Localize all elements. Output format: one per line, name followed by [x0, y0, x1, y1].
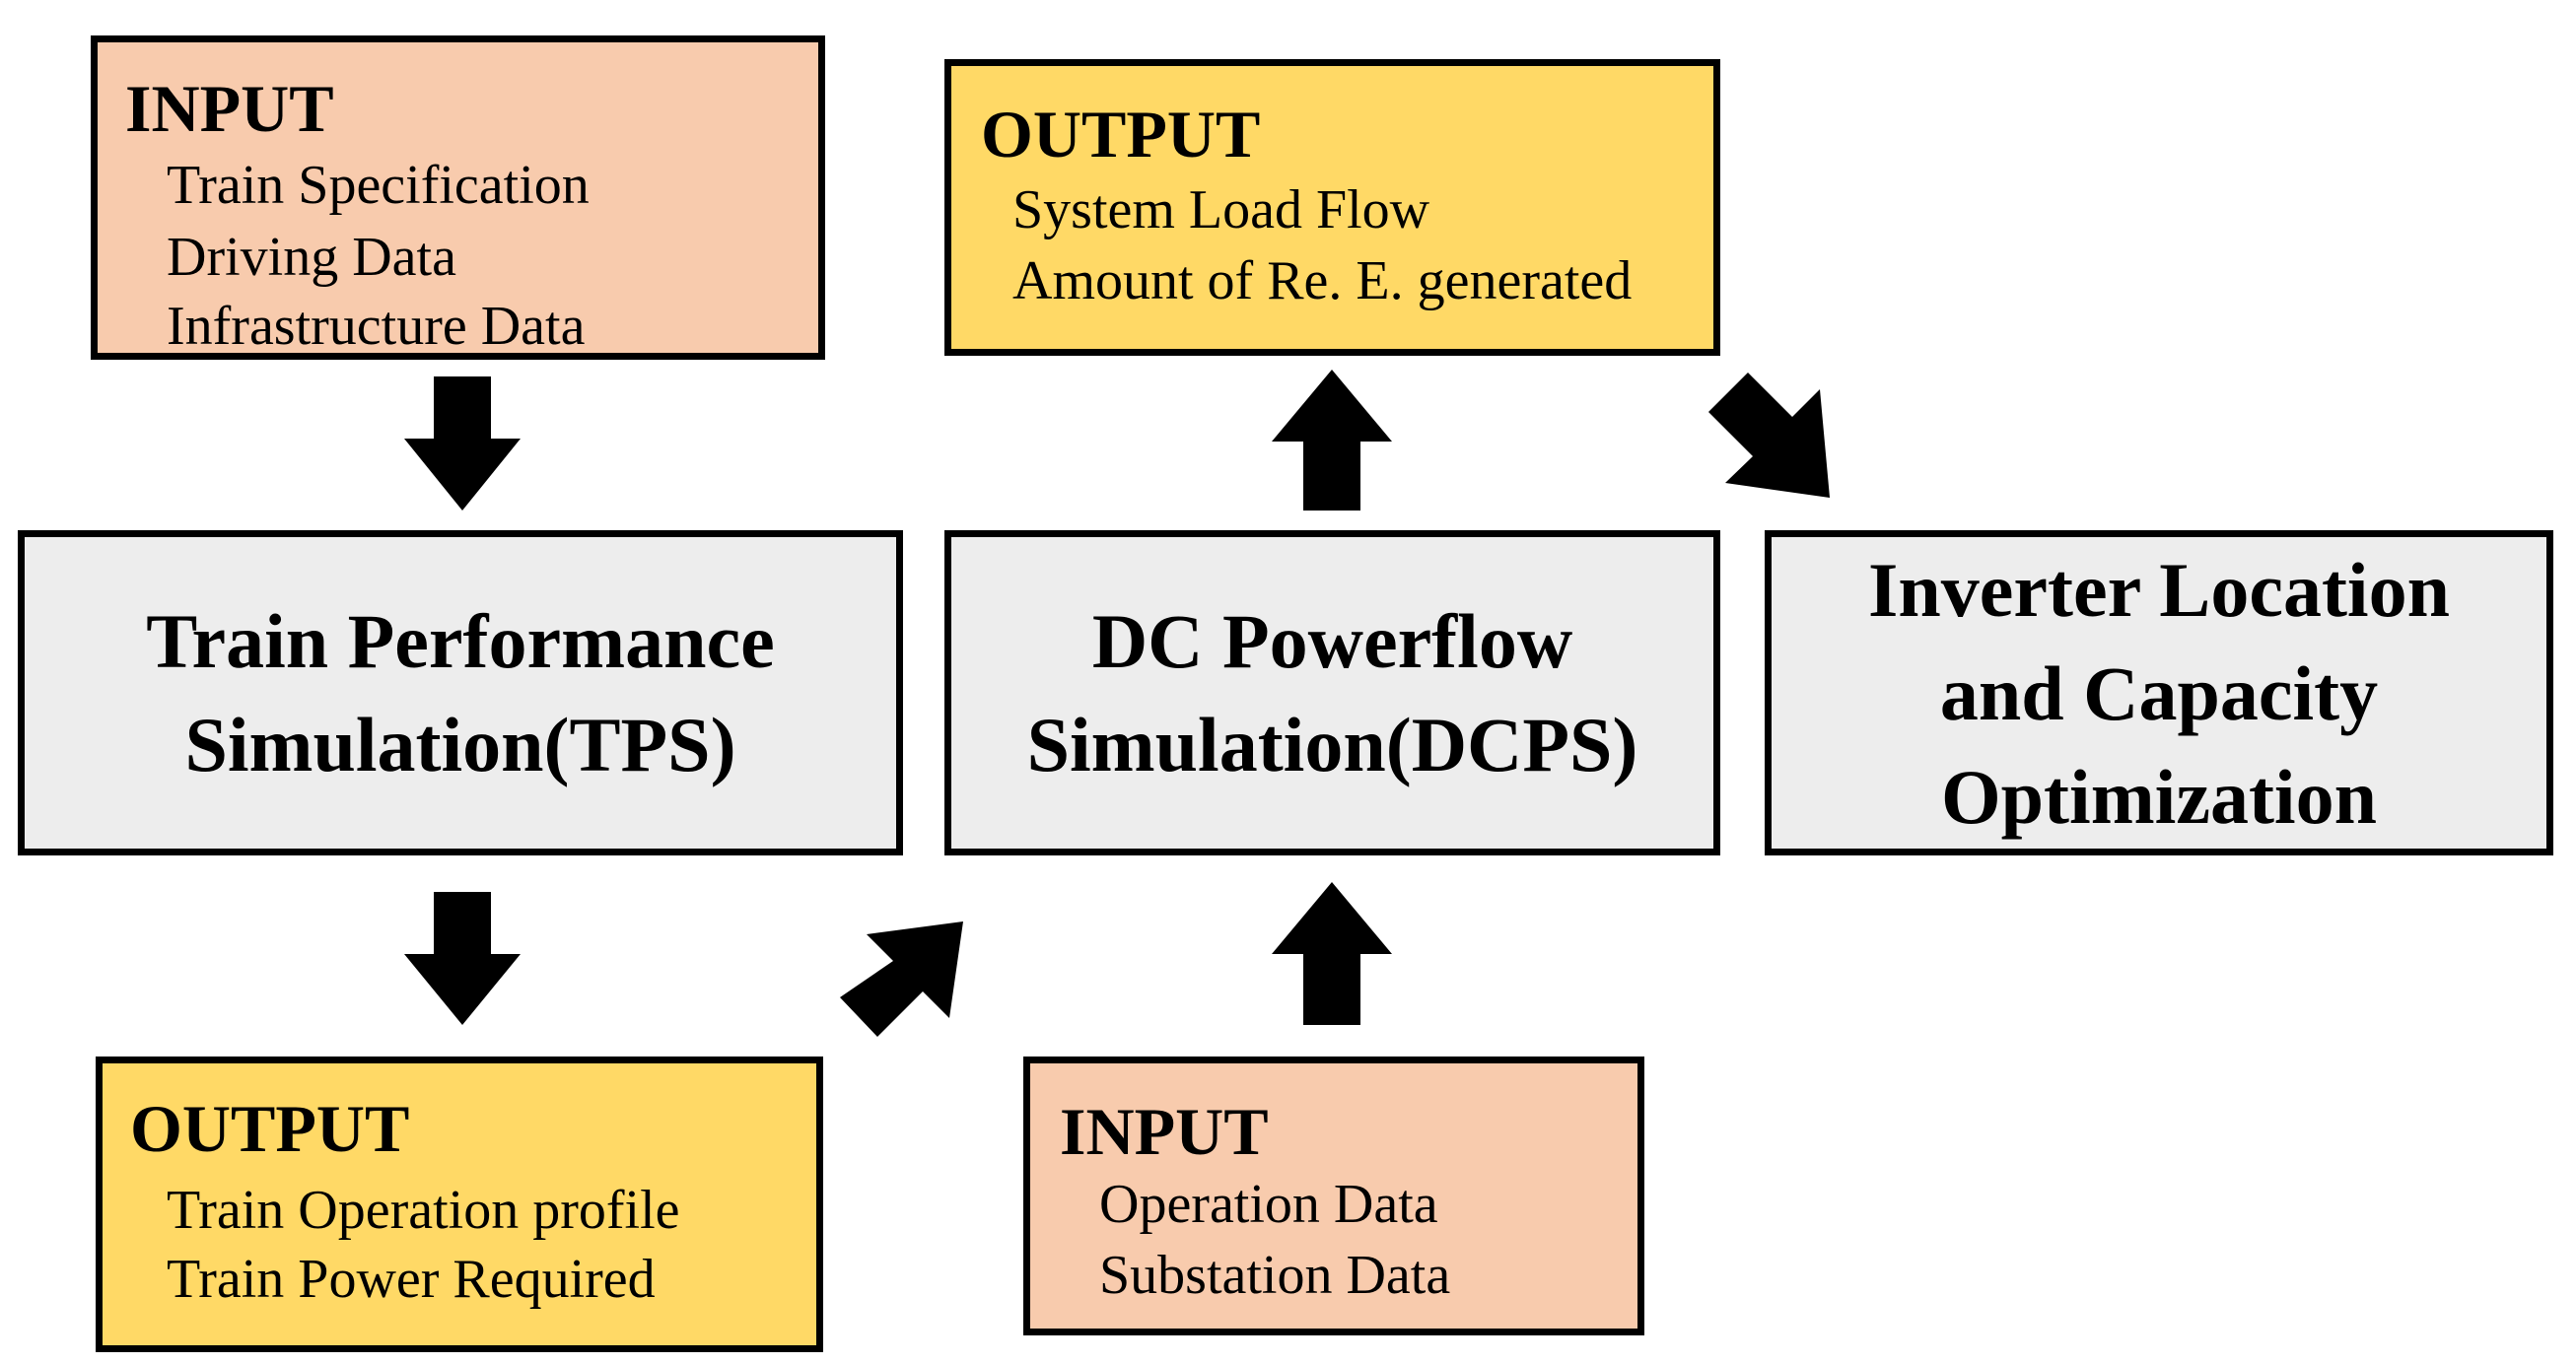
process-label: and Capacity [1939, 649, 2379, 736]
input-title: INPUT [125, 71, 334, 146]
arrow-up-icon [1272, 882, 1392, 1025]
output-title: OUTPUT [130, 1091, 410, 1166]
arrow-up-icon [1272, 370, 1392, 511]
process-label: Simulation(TPS) [184, 702, 736, 787]
output-box-tps: OUTPUT Train Operation profile Train Pow… [96, 1057, 823, 1352]
arrow-diagonal-up-right-icon [840, 921, 963, 1037]
input-item: Substation Data [1099, 1245, 1451, 1306]
arrow-diagonal-down-right-icon [1708, 373, 1830, 498]
input-box-dcps: INPUT Operation Data Substation Data [1023, 1057, 1644, 1335]
process-label: Simulation(DCPS) [1026, 702, 1638, 787]
input-item: Operation Data [1099, 1174, 1438, 1235]
arrow-down-icon [404, 892, 521, 1025]
process-label: Optimization [1941, 753, 2377, 840]
output-item: Train Operation profile [167, 1180, 680, 1241]
output-item: Amount of Re. E. generated [1012, 250, 1633, 311]
process-label: DC Powerflow [1091, 598, 1573, 684]
process-label: Inverter Location [1868, 546, 2450, 633]
arrow-down-icon [404, 376, 521, 511]
process-box-tps: Train Performance Simulation(TPS) [18, 530, 903, 855]
input-box-tps: INPUT Train Specification Driving Data I… [91, 35, 825, 360]
output-box-dcps: OUTPUT System Load Flow Amount of Re. E.… [944, 59, 1720, 356]
process-box-optimization: Inverter Location and Capacity Optimizat… [1765, 530, 2553, 855]
input-item: Driving Data [167, 227, 456, 288]
process-label: Train Performance [146, 598, 775, 684]
input-item: Train Specification [167, 155, 590, 216]
output-item: Train Power Required [167, 1249, 656, 1310]
process-box-dcps: DC Powerflow Simulation(DCPS) [944, 530, 1720, 855]
output-item: System Load Flow [1012, 179, 1430, 240]
output-title: OUTPUT [981, 97, 1261, 171]
input-item: Infrastructure Data [167, 296, 586, 357]
input-title: INPUT [1060, 1094, 1269, 1169]
